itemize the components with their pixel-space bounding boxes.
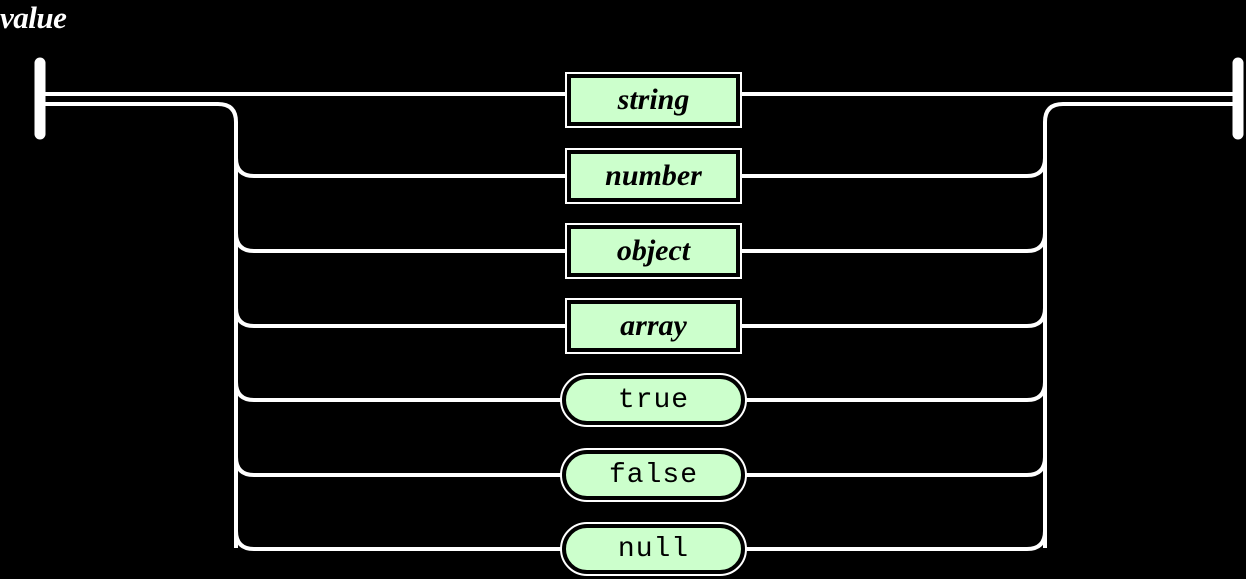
rail-branch-7 bbox=[234, 530, 562, 551]
rail-merge-7 bbox=[745, 530, 1047, 551]
rail-branch-5 bbox=[234, 381, 562, 402]
node-true-label: true bbox=[617, 384, 690, 416]
node-object[interactable]: object bbox=[565, 223, 742, 279]
rail-branch-3 bbox=[234, 232, 567, 253]
page-title: value bbox=[0, 0, 67, 35]
rail-branch-6 bbox=[234, 456, 562, 477]
rail-merge-3 bbox=[740, 232, 1047, 253]
node-false-label: false bbox=[608, 459, 698, 491]
node-array[interactable]: array bbox=[565, 298, 742, 354]
node-number-label: number bbox=[605, 159, 702, 192]
node-object-label: object bbox=[616, 234, 691, 267]
rail-branch-4 bbox=[234, 307, 567, 328]
node-array-label: array bbox=[620, 309, 687, 342]
node-null-label: null bbox=[617, 533, 690, 565]
rail-exit-bus bbox=[1043, 102, 1240, 548]
node-true[interactable]: true bbox=[560, 373, 747, 427]
rail-branch-2 bbox=[234, 157, 567, 178]
rail-merge-4 bbox=[740, 307, 1047, 328]
node-string[interactable]: string bbox=[565, 72, 742, 128]
rail-merge-2 bbox=[740, 157, 1047, 178]
node-number[interactable]: number bbox=[565, 148, 742, 204]
rail-merge-6 bbox=[745, 456, 1047, 477]
rail-entry-bus bbox=[40, 102, 238, 548]
rail-merge-5 bbox=[745, 381, 1047, 402]
node-string-label: string bbox=[617, 83, 690, 116]
node-false[interactable]: false bbox=[560, 448, 747, 502]
node-null[interactable]: null bbox=[560, 522, 747, 576]
